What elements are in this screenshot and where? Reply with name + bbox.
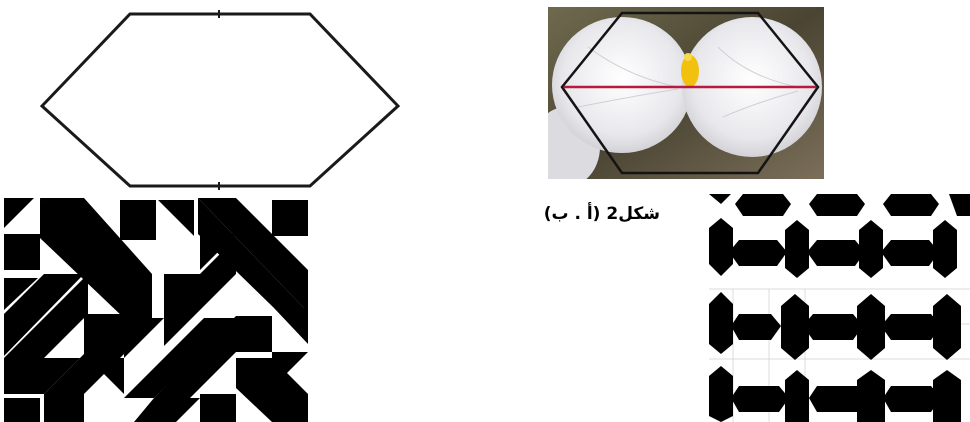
figure-caption: شكل2 (أ . ب) (510, 204, 660, 224)
hexagon-star-tile-pattern (709, 194, 970, 422)
hexagon-outline-drawing (0, 0, 420, 195)
flower-photo (548, 7, 824, 179)
stamen-tip (684, 53, 692, 61)
diagonal-tile-pattern (4, 198, 308, 422)
hexagon-shape (42, 14, 398, 186)
